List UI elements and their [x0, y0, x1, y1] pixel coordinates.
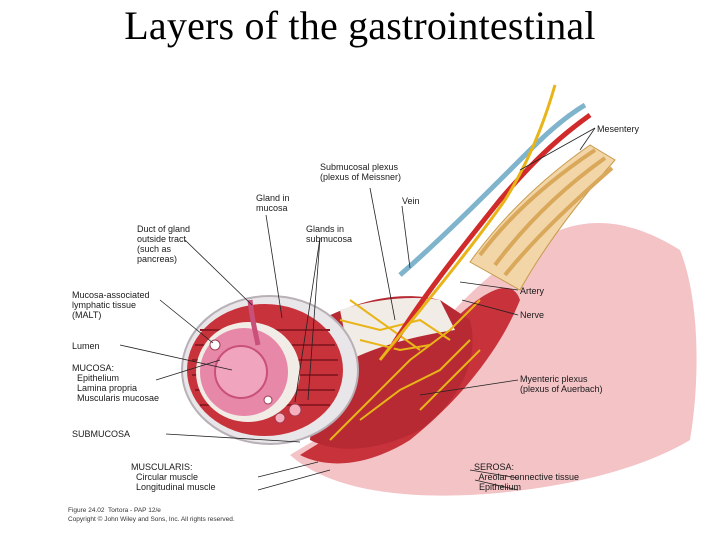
- page-title: Layers of the gastrointestinal: [124, 3, 596, 48]
- duct-of-gland: [247, 299, 261, 346]
- label-submucosal-plexus: Submucosal plexus (plexus of Meissner): [320, 162, 402, 182]
- submucosal-plexus: [339, 299, 451, 352]
- label-artery: Artery: [520, 286, 545, 296]
- mesentery-folds: [478, 148, 614, 277]
- myenteric-plexus: [329, 299, 481, 441]
- gland-in-submucosa: [274, 412, 286, 424]
- figure-credit-line-1: Figure 24.02 Tortora - PAP 12/e: [68, 507, 161, 514]
- label-gland-in-mucosa: Gland in mucosa: [256, 193, 290, 213]
- vein: [398, 102, 587, 277]
- nerve: [378, 84, 557, 361]
- label-serosa: SEROSA: Areolar connective tissue Epithe…: [474, 462, 580, 492]
- figure-credit-line-2: Copyright © John Wiley and Sons, Inc. Al…: [68, 516, 235, 523]
- label-mesentery: Mesentery: [597, 124, 640, 134]
- lumen: [214, 345, 268, 399]
- label-duct-of-gland: Duct of gland outside tract (such as pan…: [137, 224, 191, 264]
- label-submucosa: SUBMUCOSA: [72, 429, 131, 439]
- malt-nodule: [263, 395, 273, 405]
- label-mucosa: MUCOSA: Epithelium Lamina propria Muscul…: [72, 363, 160, 403]
- label-malt: Mucosa-associated lymphatic tissue (MALT…: [72, 290, 150, 320]
- artery: [387, 112, 592, 352]
- leader-lines: [119, 127, 596, 491]
- label-nerve: Nerve: [520, 310, 545, 320]
- label-myenteric-plexus: Myenteric plexus (plexus of Auerbach): [520, 374, 603, 394]
- label-lumen: Lumen: [72, 341, 100, 351]
- label-muscularis: MUSCULARIS: Circular muscle Longitudinal…: [131, 462, 216, 492]
- label-glands-in-submucosa: Glands in submucosa: [306, 224, 353, 244]
- label-vein: Vein: [402, 196, 420, 206]
- gland-in-submucosa: [288, 403, 302, 417]
